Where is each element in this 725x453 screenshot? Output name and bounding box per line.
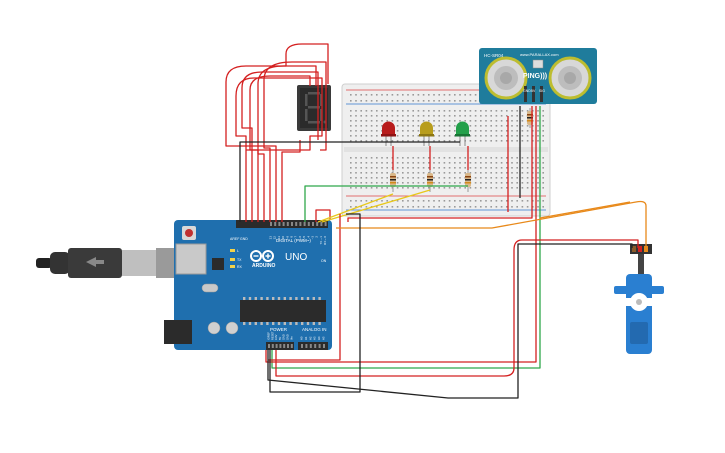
arduino-model: UNO	[285, 252, 307, 263]
digital-pin-label: TX→1	[319, 236, 323, 245]
wire-red-display-3	[249, 75, 311, 222]
tx-led-label: TX	[237, 258, 242, 262]
wire-red-5v	[265, 106, 537, 363]
analog-pin-label: A1	[304, 336, 308, 340]
sensor-name: PING)))	[523, 73, 547, 80]
ultrasonic-sensor[interactable]: HC-SR04 www.PARALLAX.com PING))) GND 5V …	[479, 48, 597, 104]
wire-orange-servo-signal	[336, 200, 647, 248]
digital-pin-label: ~11	[277, 236, 281, 241]
arduino-uno-board[interactable]: DIGITAL (PWM~) AREF GND L TX RX ARDUINO …	[164, 220, 332, 350]
digital-pin-label: ~5	[302, 236, 306, 240]
wire-red-sensor-signal	[347, 106, 533, 222]
analog-pin-label: A0	[300, 336, 304, 340]
wire-green-sensor	[271, 106, 541, 369]
sensor-pin-gnd: GND	[523, 89, 531, 93]
wire-orange-servo-branch	[539, 201, 631, 219]
digital-pin-label: 12	[273, 236, 277, 240]
sensor-pin-sig: SIG	[539, 89, 545, 93]
power-jack	[164, 320, 192, 344]
digital-pin-label: ~3	[311, 236, 315, 240]
power-pin-label: Vin	[289, 336, 293, 340]
digital-pin-label: 8	[290, 236, 294, 238]
led-green[interactable]	[455, 121, 470, 146]
servo-motor[interactable]	[614, 244, 664, 354]
resistor-1[interactable]	[390, 168, 396, 192]
digital-pin-label: ~9	[285, 236, 289, 240]
analog-label: ANALOG IN	[302, 327, 327, 332]
sensor-pin-5v: 5V	[531, 89, 536, 93]
power-pin-label: 5V	[278, 337, 282, 340]
power-analog-header-pins[interactable]	[268, 344, 325, 348]
digital-header-pins[interactable]	[270, 222, 327, 226]
wire-black-gnd-2	[269, 213, 361, 393]
power-label: POWER	[270, 327, 288, 332]
wires	[225, 43, 647, 399]
power-pin-label: GND	[282, 334, 286, 340]
gnd-label: GND	[240, 237, 248, 241]
led-red[interactable]	[381, 121, 396, 146]
digital-pin-label: 7	[294, 236, 298, 238]
wire-red-display-8	[315, 209, 331, 222]
led-yellow[interactable]	[419, 121, 434, 146]
digital-pin-label: 4	[306, 236, 310, 238]
rx-led-label: RX	[237, 265, 243, 269]
resistor-2[interactable]	[427, 168, 433, 192]
atmega-chip	[240, 300, 326, 322]
wire-black-gnd-rail	[239, 141, 460, 222]
l-led-label: L	[237, 249, 239, 253]
arduino-logo-icon	[250, 250, 274, 262]
on-led-label: ON	[321, 259, 327, 263]
arduino-logo-text: ARDUINO	[252, 263, 275, 269]
power-pin-label: IOREF	[267, 332, 271, 340]
usb-cable[interactable]	[36, 248, 176, 278]
wire-yellow-1	[317, 193, 394, 223]
analog-pin-label: A3	[313, 336, 317, 340]
wire-red-display-7	[281, 140, 301, 222]
digital-pin-label: ~10	[281, 236, 285, 241]
resistor-3[interactable]	[465, 168, 471, 192]
digital-pin-label: ~6	[298, 236, 302, 240]
sensor-model: HC-SR04	[484, 53, 504, 58]
digital-pin-label: 13	[269, 236, 273, 240]
power-pin-label: 3.3V	[274, 334, 278, 340]
analog-pin-label: A2	[308, 336, 312, 340]
analog-pin-label: A5	[322, 336, 326, 340]
power-pin-label: RESET	[270, 331, 274, 340]
wire-black-servo-gnd	[267, 243, 633, 399]
digital-label: DIGITAL (PWM~)	[276, 238, 311, 243]
aref-label: AREF	[230, 237, 239, 241]
wire-green-led	[304, 185, 468, 222]
breadboard-holes	[350, 94, 544, 208]
display-digit: 8.	[0, 0, 13, 4]
analog-pin-label: A4	[317, 336, 321, 340]
wire-red-servo-power	[275, 239, 639, 377]
power-pin-label: GND	[286, 334, 290, 340]
digital-pin-label: 2	[315, 236, 319, 238]
usb-port	[175, 243, 207, 275]
wire-red-analog	[268, 214, 341, 361]
sensor-brand: www.PARALLAX.com	[520, 52, 559, 57]
reset-button[interactable]	[185, 229, 193, 237]
wire-red-display-6	[225, 43, 329, 222]
digital-pin-label: RX←0	[323, 236, 327, 245]
